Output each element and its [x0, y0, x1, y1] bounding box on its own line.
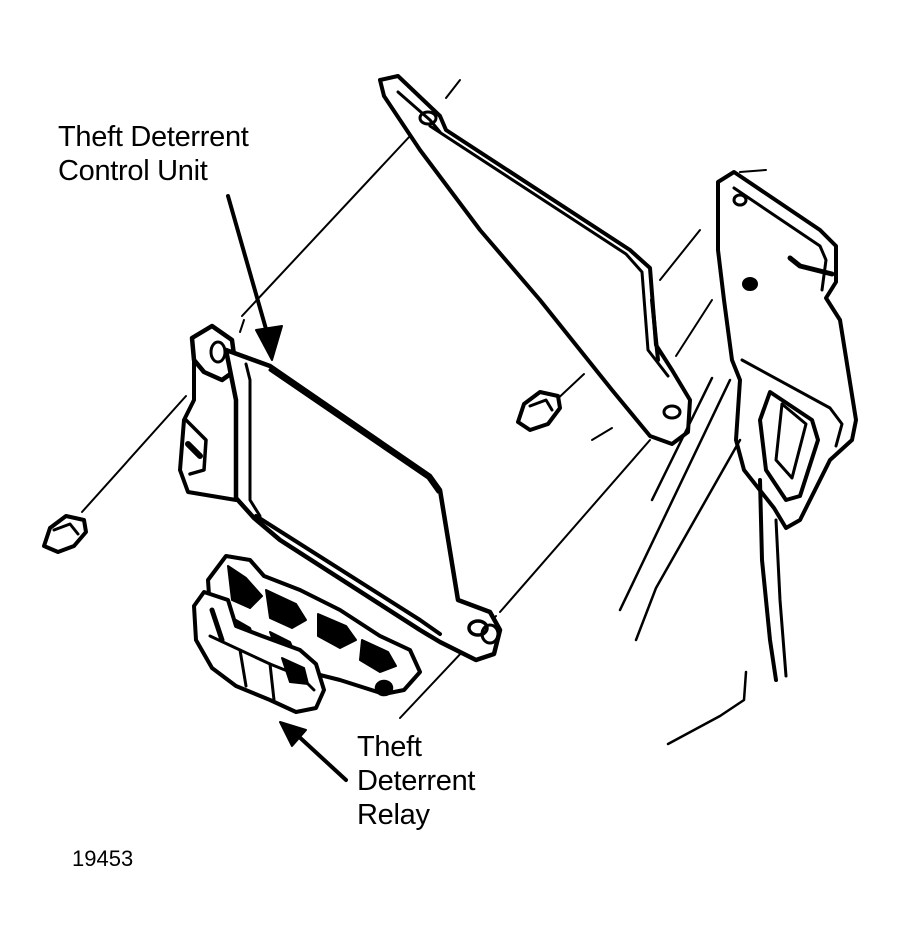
upper-mounting-bracket	[378, 74, 692, 446]
relay-label-line-1: Theft	[357, 731, 422, 763]
control-unit-label-line-1: Theft Deterrent	[58, 121, 249, 153]
figure-number: 19453	[72, 846, 134, 871]
control-unit-label-line-2: Control Unit	[58, 155, 208, 187]
leader-arrow-relay	[279, 721, 348, 782]
relay-label: Theft Deterrent Relay	[357, 730, 475, 832]
control-unit-label: Theft Deterrent Control Unit	[58, 120, 249, 188]
vehicle-support-bracket	[618, 169, 858, 746]
control-unit-module	[178, 323, 503, 714]
screw-middle	[516, 390, 562, 432]
relay-label-line-2: Deterrent	[357, 765, 476, 797]
leader-arrow-control-unit	[226, 194, 283, 361]
relay-label-line-3: Relay	[357, 799, 430, 831]
screw-left	[42, 514, 88, 554]
